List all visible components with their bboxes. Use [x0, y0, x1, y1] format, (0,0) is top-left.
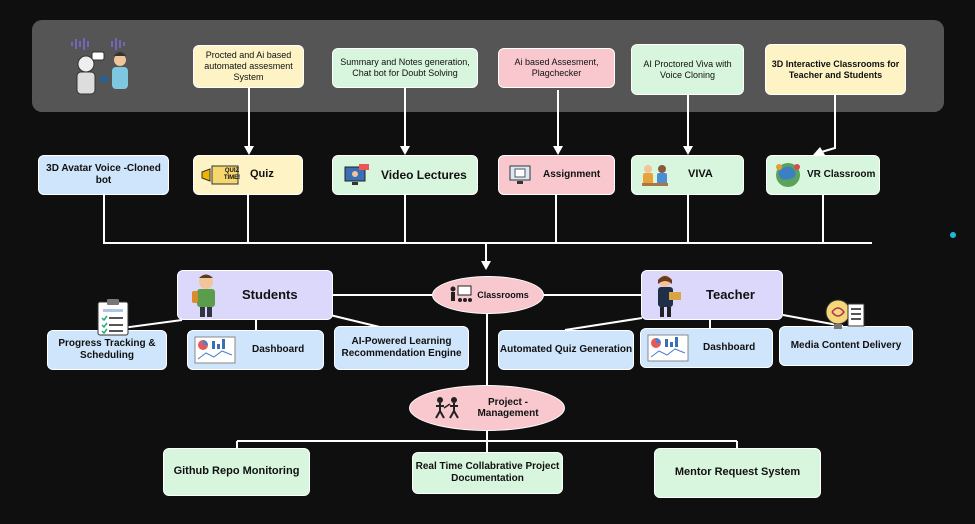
assignment-label: Assignment — [543, 169, 601, 180]
media-content-delivery-node[interactable]: Media Content Delivery — [779, 326, 913, 366]
viva-node[interactable]: VIVA — [631, 155, 744, 195]
viva-description-note: AI Proctored Viva with Voice Cloning — [631, 44, 744, 95]
teacher-node[interactable]: Teacher — [641, 270, 783, 320]
automated-quiz-generation-label: Automated Quiz Generation — [499, 344, 633, 355]
vr-description-text: 3D Interactive Classrooms for Teacher an… — [771, 58, 900, 80]
classrooms-hub[interactable]: Classrooms — [432, 276, 544, 314]
vr-classroom-label: VR Classroom — [807, 169, 876, 180]
project-management-label: Project - Management — [477, 397, 539, 419]
mentor-request-system-node[interactable]: Mentor Request System — [654, 448, 821, 498]
project-team-icon — [431, 396, 463, 420]
video-lectures-label: Video Lectures — [381, 167, 467, 182]
robot-human-illustration — [64, 34, 142, 100]
viva-icon — [640, 162, 670, 188]
student-avatar-icon — [188, 272, 224, 318]
viva-label: VIVA — [688, 168, 713, 181]
avatar-voice-bot-label: 3D Avatar Voice -Cloned bot — [46, 163, 161, 186]
project-management-hub[interactable]: Project - Management — [409, 385, 565, 431]
assignment-description-text: Ai based Assesment, Plagchecker — [514, 57, 599, 78]
students-label: Students — [242, 287, 298, 303]
assignment-icon — [507, 163, 533, 187]
avatar-voice-bot-node[interactable]: 3D Avatar Voice -Cloned bot — [38, 155, 169, 195]
teacher-dashboard-node[interactable]: Dashboard — [640, 328, 773, 368]
student-dashboard-node[interactable]: Dashboard — [187, 330, 324, 370]
progress-tracking-node[interactable]: Progress Tracking & Scheduling — [47, 330, 167, 370]
teacher-dashboard-label: Dashboard — [703, 342, 756, 353]
github-repo-monitoring-label: Github Repo Monitoring — [173, 465, 300, 478]
project-documentation-label: Real Time Collabrative Project Documenta… — [415, 461, 560, 484]
quiz-label: Quiz — [250, 168, 274, 181]
teacher-dashboard-icon — [647, 334, 689, 362]
ai-recommendation-engine-label: AI-Powered Learning Recommendation Engin… — [341, 336, 462, 359]
quiz-description-text: Procted and Ai based automated assesment… — [204, 50, 293, 82]
student-dashboard-label: Dashboard — [252, 344, 305, 355]
vr-classroom-node[interactable]: VR Classroom — [766, 155, 880, 195]
progress-tracking-label: Progress Tracking & Scheduling — [58, 338, 156, 361]
media-content-delivery-label: Media Content Delivery — [790, 340, 902, 351]
accent-dot — [950, 232, 956, 238]
students-node[interactable]: Students — [177, 270, 333, 320]
quiz-description-note: Procted and Ai based automated assesment… — [193, 45, 304, 88]
brain-checklist-icon — [824, 298, 866, 332]
video-description-note: Summary and Notes generation, Chat bot f… — [332, 48, 478, 88]
video-description-text: Summary and Notes generation, Chat bot f… — [340, 57, 470, 78]
ai-recommendation-engine-node[interactable]: AI-Powered Learning Recommendation Engin… — [334, 326, 469, 370]
mentor-request-system-label: Mentor Request System — [674, 466, 801, 479]
classroom-teaching-icon — [447, 284, 473, 306]
assignment-description-note: Ai based Assesment, Plagchecker — [498, 48, 615, 88]
teacher-label: Teacher — [706, 287, 755, 303]
vr-classroom-icon — [773, 161, 803, 189]
quiz-time-icon — [200, 163, 240, 187]
video-lecture-icon — [343, 163, 371, 187]
student-dashboard-icon — [194, 336, 236, 364]
video-lectures-node[interactable]: Video Lectures — [332, 155, 478, 195]
viva-description-text: AI Proctored Viva with Voice Cloning — [643, 58, 732, 80]
checklist-clipboard-icon — [96, 298, 130, 336]
quiz-time-text: QUIZ TIME! — [223, 168, 241, 181]
github-repo-monitoring-node[interactable]: Github Repo Monitoring — [163, 448, 310, 496]
automated-quiz-generation-node[interactable]: Automated Quiz Generation — [498, 330, 634, 370]
project-documentation-node[interactable]: Real Time Collabrative Project Documenta… — [412, 452, 563, 494]
quiz-node[interactable]: QUIZ TIME! Quiz — [193, 155, 303, 195]
assignment-node[interactable]: Assignment — [498, 155, 615, 195]
classrooms-label: Classrooms — [477, 290, 529, 300]
vr-description-note: 3D Interactive Classrooms for Teacher an… — [765, 44, 906, 95]
teacher-avatar-icon — [650, 272, 684, 318]
